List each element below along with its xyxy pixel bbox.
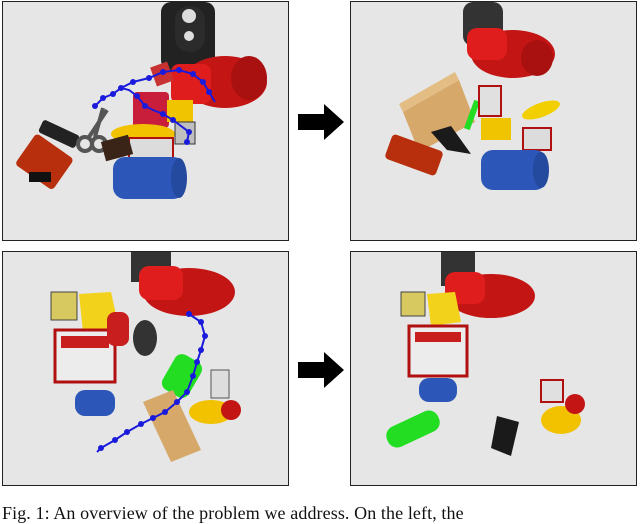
clamp-object xyxy=(491,416,519,456)
scene-panel-bottom-left xyxy=(2,251,289,486)
clamp-object xyxy=(431,126,471,154)
scene-panel-top-left xyxy=(2,1,289,241)
blue-can-object xyxy=(419,378,457,402)
box-object xyxy=(427,292,461,326)
scene-panel-bottom-right xyxy=(350,251,637,486)
right-arrow-icon xyxy=(298,352,344,388)
scene-illustration xyxy=(50,252,241,462)
blue-can-object xyxy=(113,157,185,199)
wooden-block-object xyxy=(143,390,201,462)
highlight-object xyxy=(161,354,203,398)
highlight-object xyxy=(386,410,440,448)
wooden-block-object xyxy=(399,72,475,152)
blue-can-object xyxy=(481,150,547,190)
scene-illustration xyxy=(16,2,267,199)
highlight-object xyxy=(464,99,480,131)
blue-can-object xyxy=(75,390,115,416)
figure-caption: Fig. 1: An overview of the problem we ad… xyxy=(2,503,464,523)
scene-panel-top-right xyxy=(350,1,637,241)
scene-illustration xyxy=(386,252,585,456)
right-arrow-icon xyxy=(298,104,344,140)
power-drill-object xyxy=(16,120,80,189)
scissors-object xyxy=(76,107,109,153)
scene-illustration xyxy=(385,2,560,190)
